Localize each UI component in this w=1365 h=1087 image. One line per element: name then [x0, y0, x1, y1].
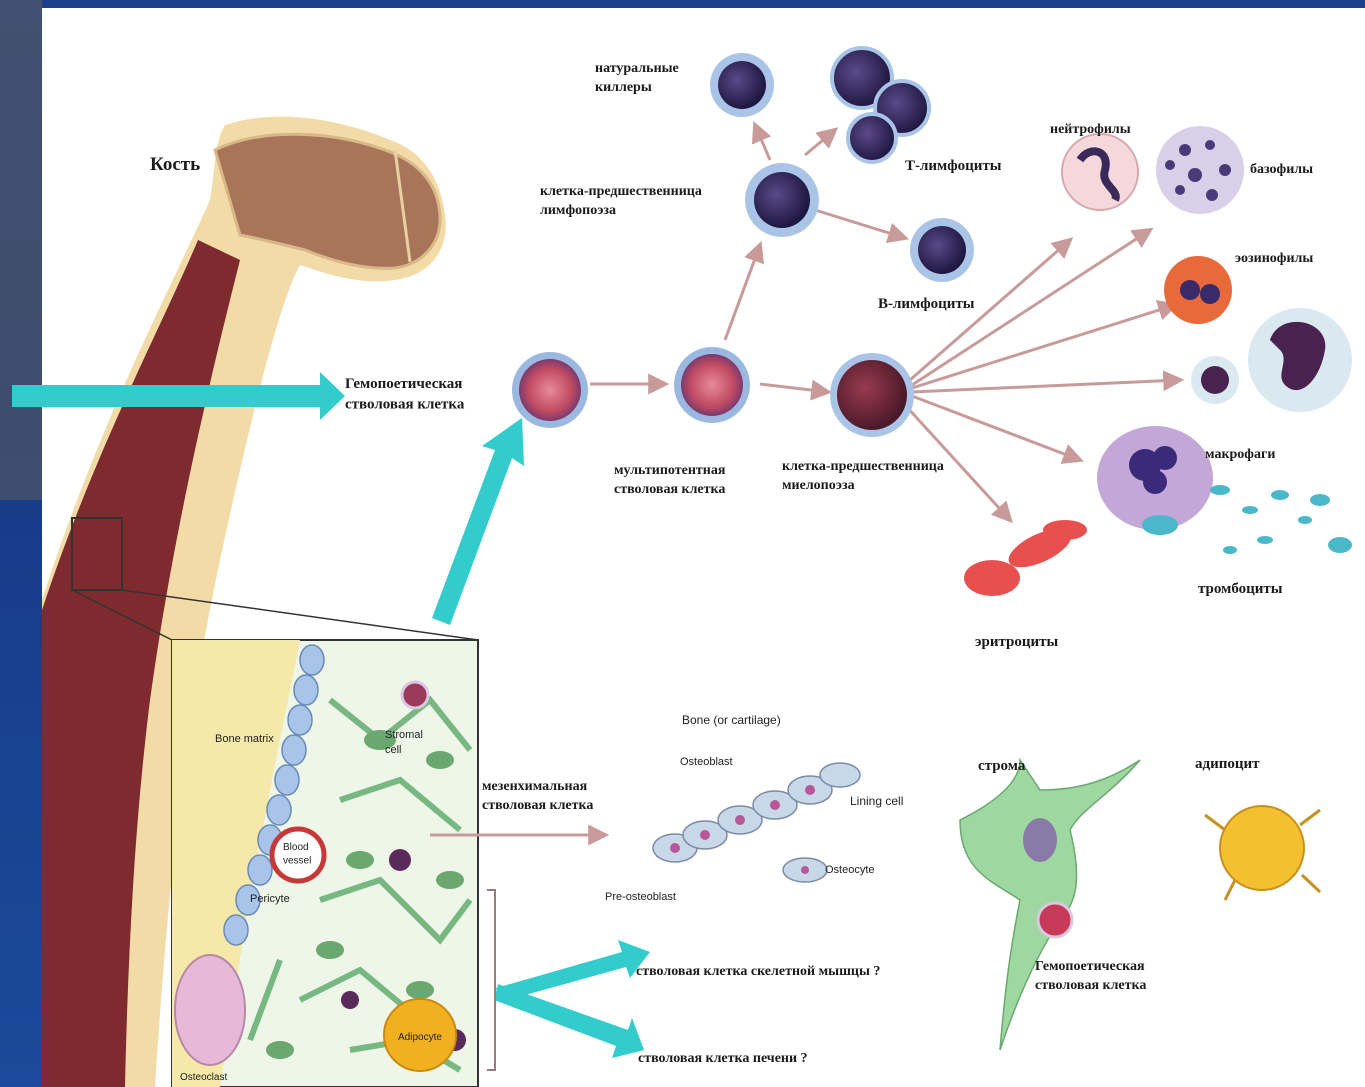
- bone-label: Кость: [150, 154, 200, 175]
- bone-cartilage-label: Bone (or cartilage): [682, 713, 781, 727]
- lymph-progenitor-cell: [745, 163, 819, 237]
- osteocyte-label: Osteocyte: [825, 864, 875, 876]
- b-lymphocytes-label: В-лимфоциты: [878, 296, 975, 312]
- multipotent-cell: [674, 347, 750, 423]
- hsc-cell: [512, 352, 588, 428]
- adipocyte-label: адипоцит: [1195, 756, 1260, 772]
- neutrophils-label: нейтрофилы: [1050, 122, 1131, 137]
- nk-cell: [710, 53, 774, 117]
- b-lymphocyte-cell: [910, 218, 974, 282]
- t-lymphocytes-label: Т-лимфоциты: [905, 158, 1002, 174]
- background-photo-strip: [0, 0, 42, 500]
- neutrophil-cell: [1062, 134, 1138, 210]
- osteoblast-label: Osteoblast: [680, 756, 733, 768]
- myelo-progenitor-cell: [830, 353, 914, 437]
- eosinophils-label: эозинофилы: [1235, 251, 1313, 266]
- eosinophil-cell: [1164, 256, 1232, 324]
- basophil-cell: [1156, 126, 1244, 214]
- inset-pericyte-label: Pericyte: [250, 893, 290, 905]
- liver-stem-label: стволовая клетка печени ?: [638, 1051, 808, 1066]
- basophils-label: базофилы: [1250, 162, 1313, 177]
- lining-cell-label: Lining cell: [850, 794, 903, 808]
- skeletal-muscle-stem-label: стволовая клетка скелетной мышцы ?: [636, 964, 880, 979]
- inset-osteoclast-label: Osteoclast: [180, 1072, 227, 1083]
- stroma-label: строма: [978, 758, 1026, 774]
- bone-marrow-inset: [172, 640, 478, 1087]
- macrophage-cell: [1097, 426, 1213, 530]
- inset-adipocyte-label: Adipocyte: [398, 1032, 442, 1043]
- erythrocytes-label: эритроциты: [975, 634, 1059, 650]
- platelets-label: тромбоциты: [1198, 581, 1283, 597]
- inset-bone-matrix-label: Bone matrix: [215, 733, 274, 745]
- macrophages-label: макрофаги: [1205, 447, 1275, 462]
- pre-osteoblast-label: Pre-osteoblast: [605, 891, 676, 903]
